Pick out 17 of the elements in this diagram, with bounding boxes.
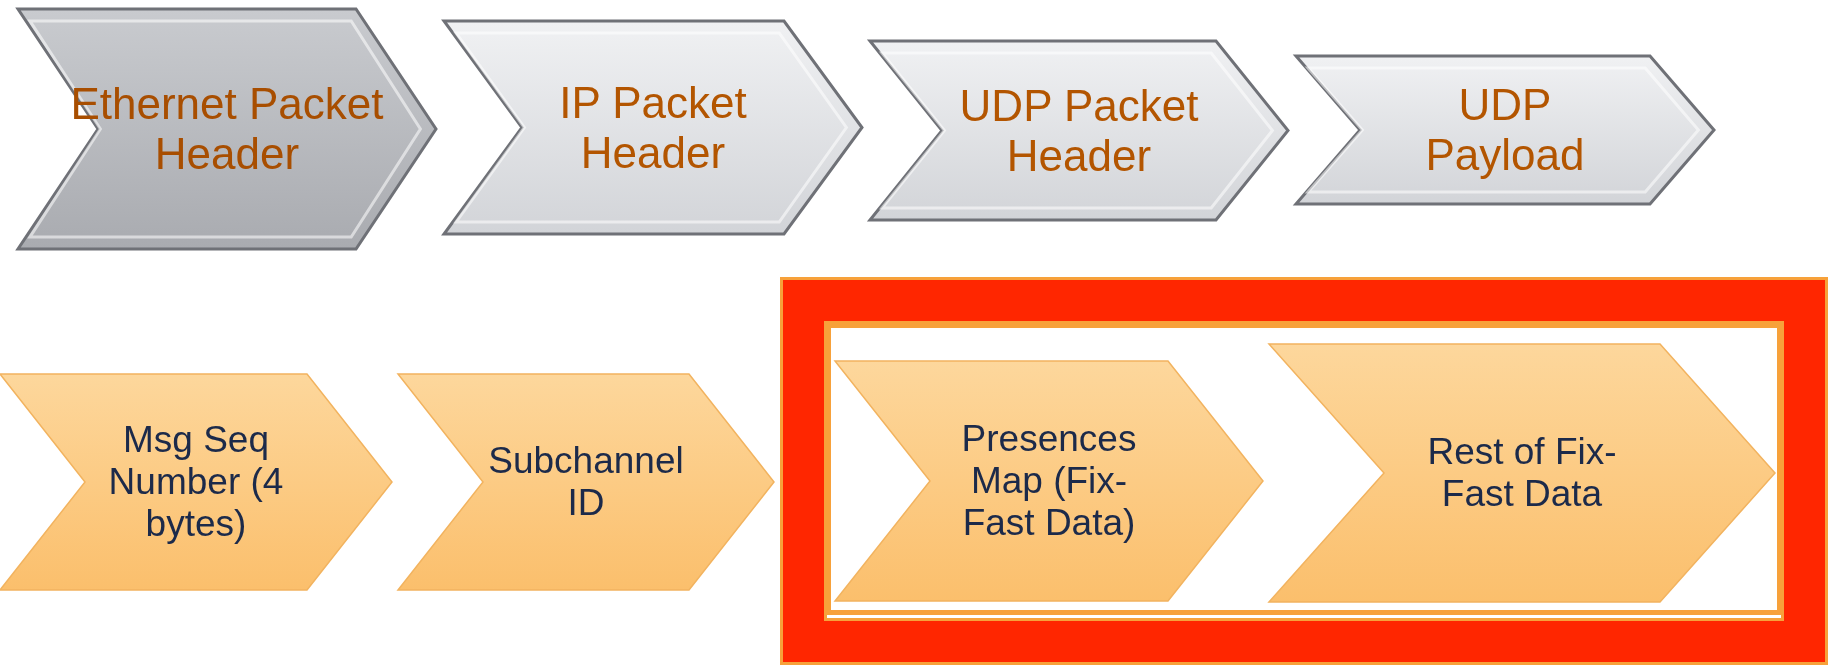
highlight-frame <box>780 277 1828 665</box>
message-field-segment <box>1269 344 1775 602</box>
message-field-segment <box>835 361 1263 601</box>
packet-layer-segment <box>870 41 1288 220</box>
inner-frame <box>826 323 1782 615</box>
segment-label: Ethernet Packet Header <box>69 79 385 179</box>
message-field-segment <box>0 374 392 590</box>
segment-label: Rest of Fix-Fast Data <box>1426 431 1618 515</box>
segment-label: UDP Payload <box>1424 80 1586 180</box>
segment-label: IP Packet Header <box>558 77 748 178</box>
message-field-segment <box>398 374 774 590</box>
segment-label: Presences Map (Fix-Fast Data) <box>960 418 1138 544</box>
packet-layer-segment <box>444 21 862 234</box>
packet-layer-segment <box>18 9 436 249</box>
segment-label: Subchannel ID <box>487 440 685 524</box>
segment-label: UDP Packet Header <box>958 80 1200 181</box>
segment-label: Msg Seq Number (4 bytes) <box>107 419 285 545</box>
